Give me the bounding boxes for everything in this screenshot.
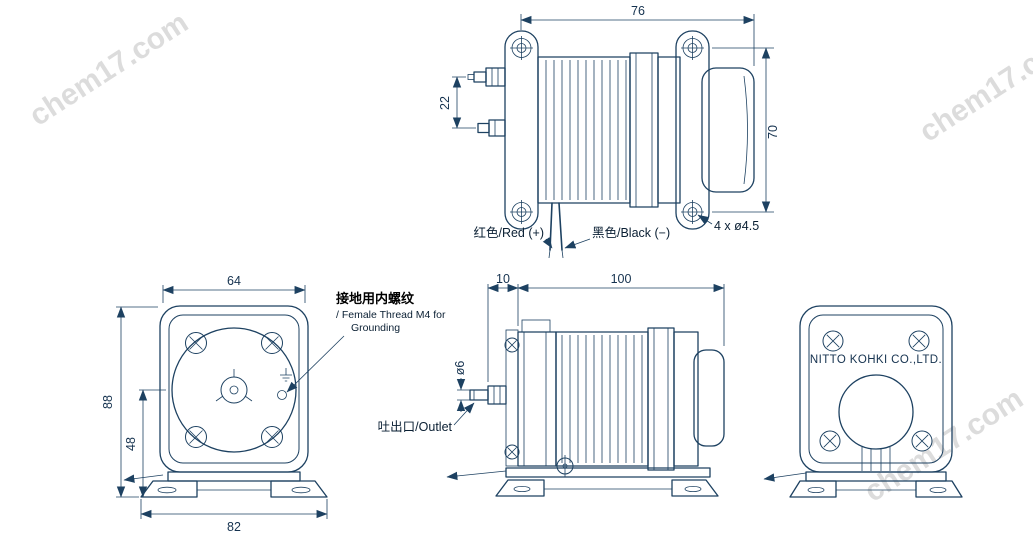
dim-76: 76: [520, 4, 755, 66]
rear-screws: [819, 330, 933, 452]
grounding-label-cn: 接地用内螺纹: [336, 291, 415, 306]
watermark-text: chem17.com: [914, 22, 1033, 149]
wire-callouts: 红色/Red (+) 黑色/Black (−): [473, 225, 670, 249]
outlet-callout: 吐出口/Outlet: [378, 402, 475, 434]
grounding-label-en-1: / Female Thread M4 for: [336, 309, 446, 321]
dim-48: 48: [124, 389, 166, 498]
dim-70-label: 70: [766, 125, 780, 139]
dim-64: 64: [162, 274, 306, 303]
dim-22-label: 22: [438, 96, 452, 110]
ground-symbol-icon: [280, 368, 292, 382]
front-screws: [185, 332, 283, 448]
front-view: 64 88 48 82 接地用内螺纹 / Female Thread M4 fo…: [101, 274, 446, 534]
watermark-text: chem17.com: [859, 382, 1029, 509]
hole-note-label: 4 x ø4.5: [714, 219, 759, 233]
dim-76-label: 76: [631, 4, 645, 18]
dim-82-label: 82: [227, 520, 241, 534]
outlet-label: 吐出口/Outlet: [378, 420, 453, 434]
watermark-text: chem17.com: [24, 6, 194, 133]
wire-black-label: 黑色/Black (−): [592, 225, 670, 240]
hole-callout: 4 x ø4.5: [697, 214, 759, 233]
top-view: 76 70 22 4 x ø4.5 红色/Red (+) 黑色/Black (−…: [438, 4, 780, 259]
dim-port-dia-label: ø6: [453, 361, 467, 376]
dim-10: 10: [487, 272, 725, 382]
dim-70: 70: [712, 47, 780, 213]
watermarks: chem17.com chem17.com chem17.com: [24, 6, 1033, 509]
grounding-callout: 接地用内螺纹 / Female Thread M4 for Grounding: [286, 291, 446, 393]
brand-label: NITTO KOHKI CO.,LTD.: [810, 354, 942, 366]
rear-view: NITTO KOHKI CO.,LTD.: [763, 305, 963, 498]
dim-22: 22: [438, 76, 476, 129]
dim-64-label: 64: [227, 274, 241, 288]
side-view: 10 100 ø6 吐出口/Outlet: [378, 272, 725, 497]
dim-10-label: 10: [496, 272, 510, 286]
dim-port-dia: ø6: [453, 361, 470, 412]
dim-82: 82: [140, 499, 328, 534]
grounding-label-en-2: Grounding: [351, 322, 400, 334]
dim-88: 88: [101, 306, 158, 498]
dim-100-label: 100: [611, 272, 632, 286]
lead-wires: [548, 202, 564, 259]
dim-48-label: 48: [124, 437, 138, 451]
dim-100: 100: [517, 272, 725, 293]
dim-88-label: 88: [101, 395, 115, 409]
wire-red-label: 红色/Red (+): [473, 225, 544, 240]
